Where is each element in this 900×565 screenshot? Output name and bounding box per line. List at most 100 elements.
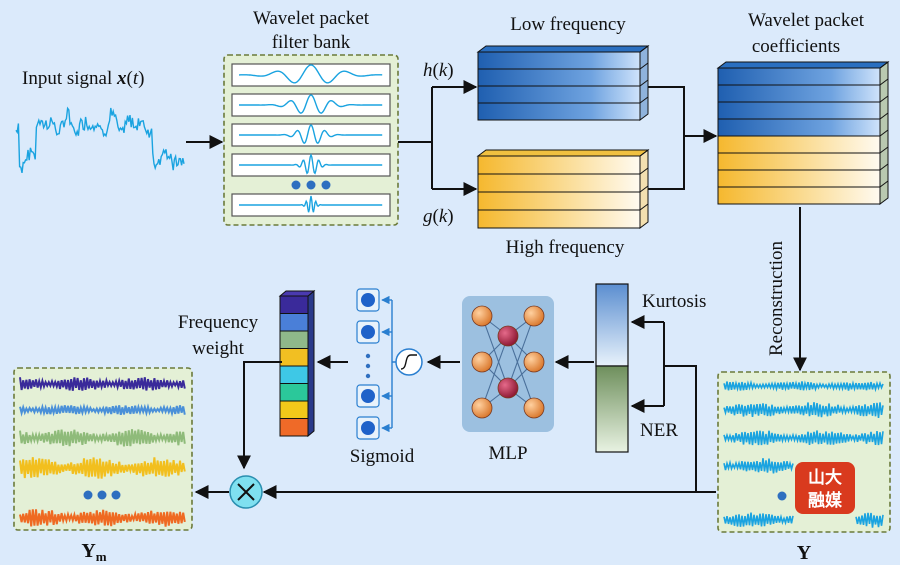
h-k-label: h(k) <box>423 60 454 81</box>
high-frequency-label: High frequency <box>506 237 625 258</box>
g-k-label: g(k) <box>423 206 454 227</box>
weight-cell <box>279 418 309 437</box>
stack-row <box>477 209 641 229</box>
stack-top <box>716 61 890 69</box>
input-signal-waveform <box>15 106 185 174</box>
waveform-line <box>723 458 794 474</box>
weight-cell <box>279 400 309 419</box>
weight-cell <box>279 295 309 314</box>
sigmoid-ellipsis-dot <box>365 373 371 379</box>
stack-row <box>477 102 641 121</box>
low-frequency-stack <box>476 45 650 121</box>
input-signal-label: Input signal x(t) <box>22 68 144 89</box>
frequency-weight-label-line1: Frequency <box>178 312 259 333</box>
stack-row <box>717 101 881 120</box>
ym-output-ellipsis <box>83 490 121 500</box>
stack-edge <box>639 62 649 70</box>
filter-row <box>231 123 391 147</box>
wavelet-curve <box>239 94 383 114</box>
filter-row <box>231 93 391 117</box>
stack-edge <box>639 203 649 211</box>
weight-stack-top <box>278 290 316 297</box>
sigmoid-output-node <box>361 421 375 435</box>
stack-edge <box>639 185 649 193</box>
stack-edge <box>879 146 889 154</box>
wavelet-curve <box>239 64 383 84</box>
stack-row <box>477 51 641 70</box>
coefficients-stack <box>716 61 890 205</box>
stack-edge <box>639 96 649 104</box>
waveform-line <box>723 402 884 418</box>
stack-row <box>477 173 641 193</box>
waveform-line <box>723 512 794 527</box>
stack-edge <box>879 163 889 171</box>
mlp-node <box>471 305 493 327</box>
stack-edge <box>639 45 649 53</box>
wavelet-curve <box>239 153 383 175</box>
weight-cell <box>279 330 309 349</box>
sigmoid-output-node <box>361 325 375 339</box>
frequency-weight-label-line2: weight <box>192 338 244 359</box>
low-frequency-label: Low frequency <box>510 14 626 35</box>
coefficients-label-line2: coefficients <box>752 36 840 57</box>
mlp-node <box>471 397 493 419</box>
weight-cell <box>279 365 309 384</box>
weight-stack-side <box>307 289 315 438</box>
filter-bank-ellipsis <box>291 180 331 190</box>
feedback-connector <box>663 322 697 492</box>
waveform-line <box>723 379 884 393</box>
stack-row <box>717 84 881 103</box>
stack-edge <box>879 112 889 120</box>
reconstruction-label: Reconstruction <box>766 240 787 356</box>
sigmoid-ellipsis-dot <box>365 353 371 359</box>
multiply-icon <box>237 483 255 501</box>
mlp-node <box>523 305 545 327</box>
stack-row <box>477 155 641 175</box>
filter-bank-label-line2: filter bank <box>272 32 351 53</box>
stack-row <box>717 118 881 137</box>
mlp-node <box>471 351 493 373</box>
sigmoid-curve-icon <box>400 354 417 370</box>
connector-weight-to-multiply <box>237 361 282 470</box>
kurtosis-bar <box>595 283 629 367</box>
watermark-logo: 山大 融媒 <box>795 462 855 514</box>
filter-bank-rows <box>231 63 391 217</box>
mlp-panel <box>462 296 554 432</box>
waveform-line <box>855 512 884 528</box>
sigmoid-block <box>356 288 423 440</box>
ym-output-label: Ym <box>81 540 106 564</box>
filter-row <box>231 63 391 87</box>
waveform-line <box>19 402 186 418</box>
watermark-text-bottom: 融媒 <box>808 490 843 511</box>
branch-connector <box>398 87 433 189</box>
ym-output-box <box>13 367 193 531</box>
mlp-node <box>497 325 519 347</box>
kurtosis-label: Kurtosis <box>642 291 706 312</box>
y-output-waves <box>723 379 884 528</box>
mlp-edge <box>481 335 509 409</box>
weight-cell <box>279 313 309 332</box>
wavelet-curve <box>239 124 383 144</box>
stack-edge <box>639 149 649 157</box>
ner-label: NER <box>640 420 678 441</box>
watermark-text: 山大 <box>808 467 842 488</box>
stack-edge <box>879 95 889 103</box>
stack-top <box>476 149 650 157</box>
sigmoid-output-node <box>361 293 375 307</box>
stack-edge <box>639 79 649 87</box>
mlp-node <box>523 397 545 419</box>
frequency-weight-stack <box>278 289 316 438</box>
mlp-edge <box>481 315 509 389</box>
waveform-line <box>19 429 186 447</box>
weight-cell <box>279 348 309 367</box>
mlp-edge <box>507 335 535 409</box>
mlp-edge <box>507 315 535 389</box>
filter-bank-label-line1: Wavelet packet <box>253 8 370 29</box>
waveform-line <box>19 457 186 479</box>
stack-row <box>717 67 881 86</box>
weight-cell <box>279 383 309 402</box>
stack-row <box>477 68 641 87</box>
y-output-label: Y <box>797 542 812 564</box>
stack-row <box>717 169 881 188</box>
